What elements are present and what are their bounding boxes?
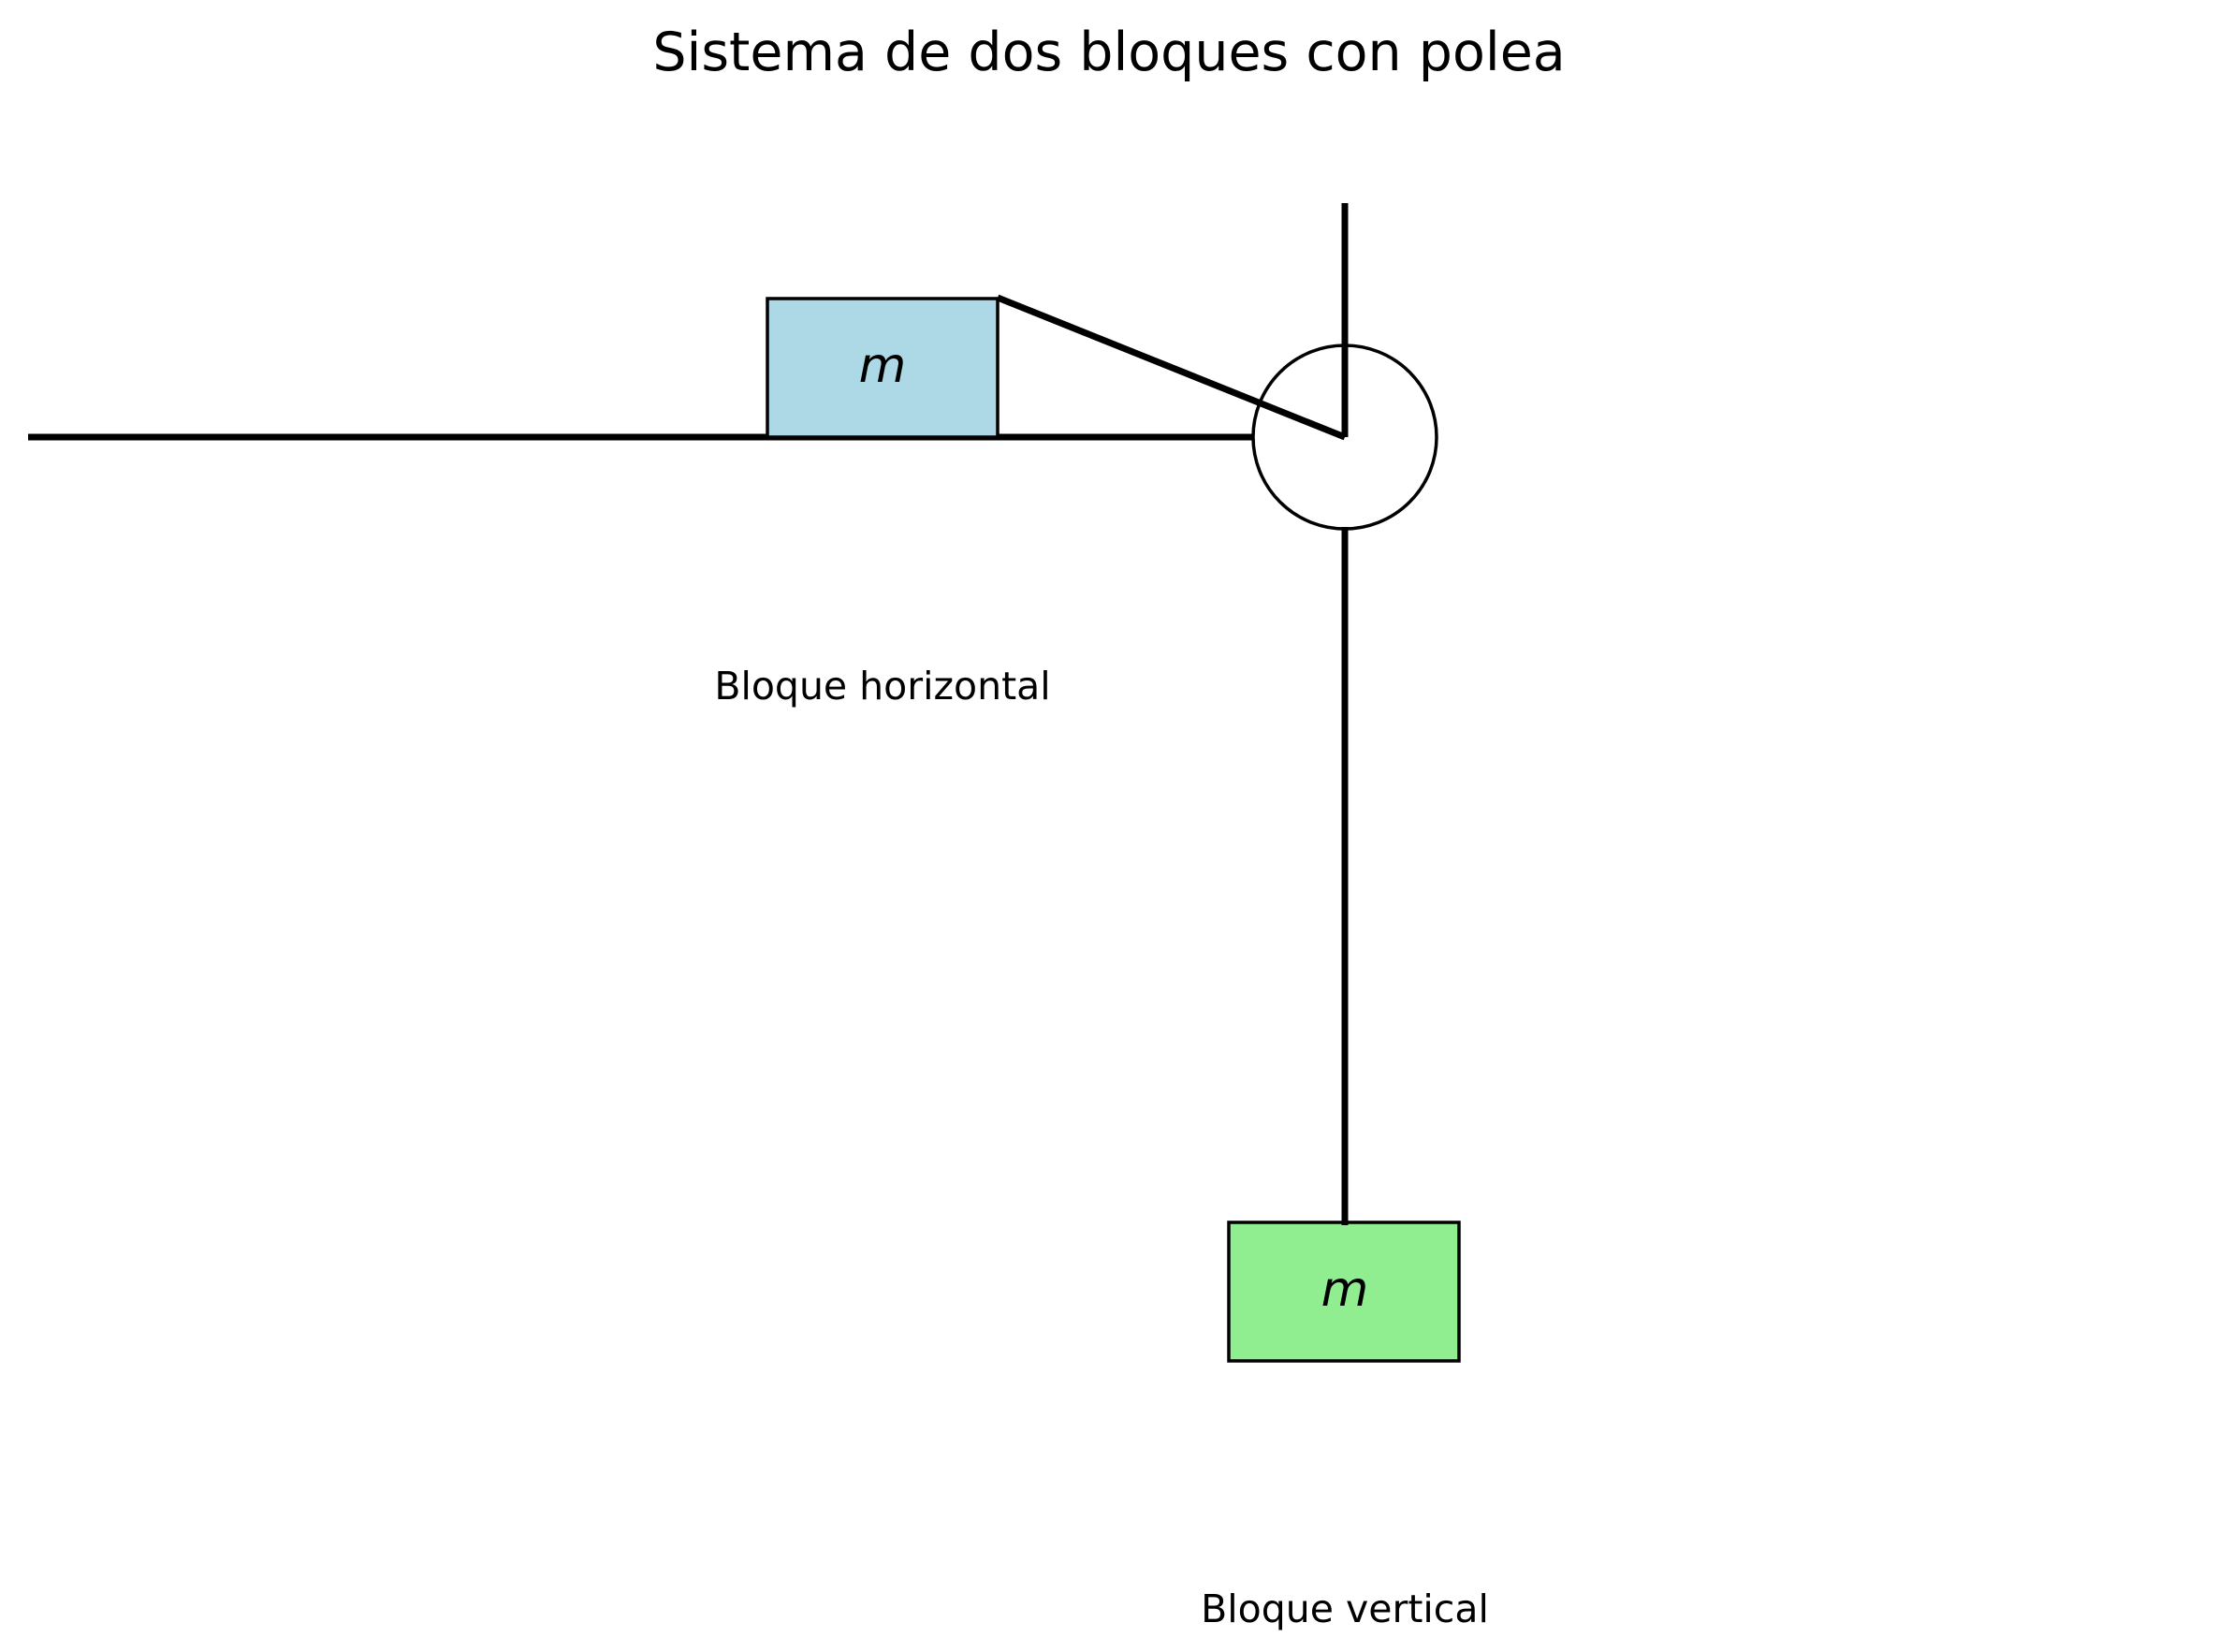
vertical-block-caption: Bloque vertical bbox=[1201, 1586, 1489, 1631]
vertical-block: m bbox=[1227, 1221, 1461, 1363]
vertical-block-mass-label: m bbox=[1321, 1262, 1369, 1318]
diagram-title: Sistema de dos bloques con polea bbox=[652, 22, 1565, 83]
horizontal-block-mass-label: m bbox=[859, 338, 907, 394]
rope-horizontal bbox=[996, 294, 1347, 441]
horizontal-block-caption: Bloque horizontal bbox=[714, 664, 1050, 709]
horizontal-block: m bbox=[766, 297, 1000, 439]
horizontal-block-body bbox=[766, 297, 1000, 439]
vertical-block-body bbox=[1227, 1221, 1461, 1363]
